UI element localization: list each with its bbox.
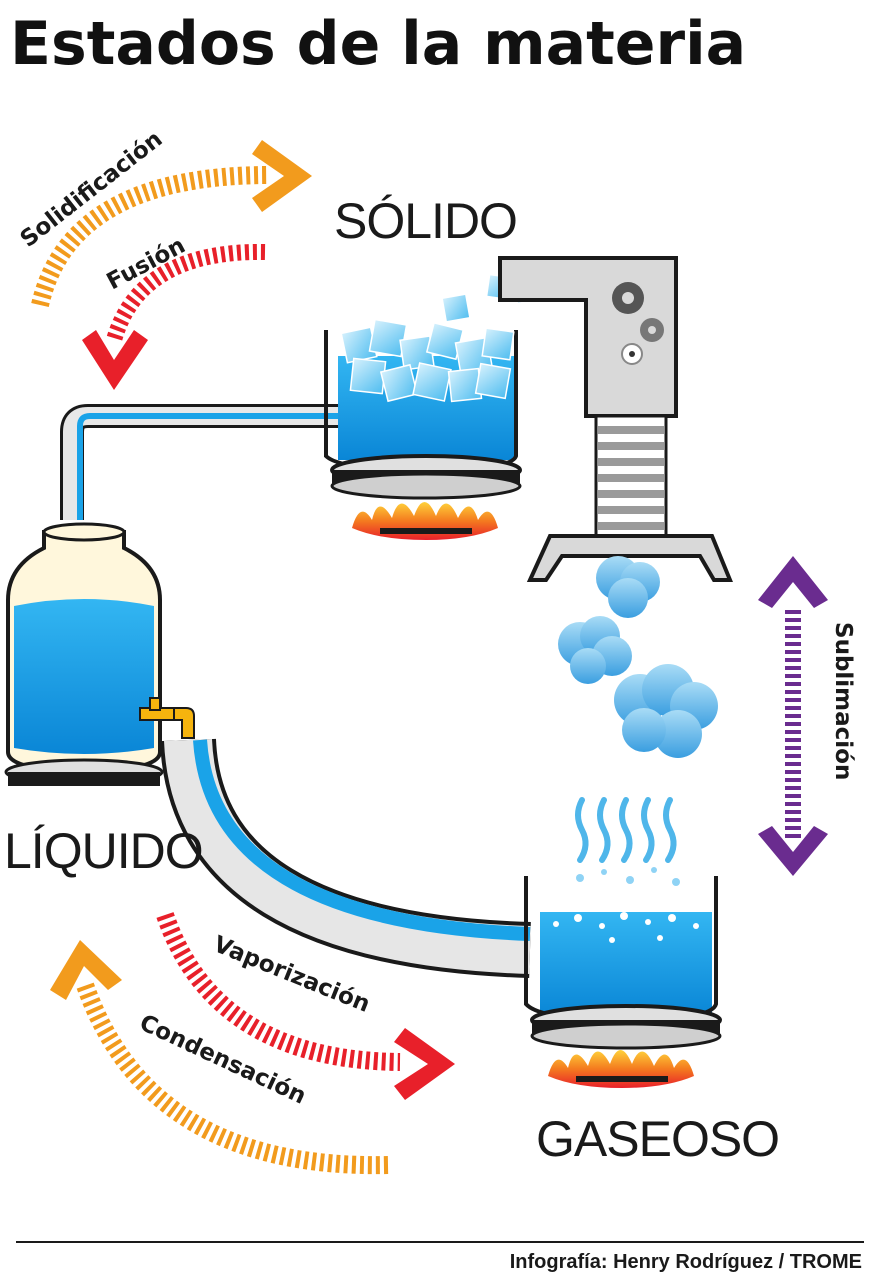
sublimation-arrow: [758, 556, 828, 876]
sublimation-machine: [498, 256, 733, 582]
condensation-arrow: [50, 940, 389, 1175]
liquid-state-label: LÍQUIDO: [4, 823, 203, 879]
sublimation-label: Sublimación: [830, 622, 856, 780]
vaporization-arrow: [156, 912, 455, 1100]
liquid-bottle: [4, 522, 164, 786]
credit-text: Infografía: Henry Rodríguez / TROME: [510, 1251, 862, 1273]
solid-state-label: SÓLIDO: [334, 193, 517, 249]
solid-burner-flame: [352, 502, 498, 540]
vapor-clouds: [558, 556, 718, 758]
gas-bubbles: [576, 867, 680, 886]
gas-burner-flame: [548, 1050, 694, 1088]
faucet-icon: [139, 697, 195, 739]
gas-state-label: GASEOSO: [536, 1111, 779, 1167]
upper-pipe: [60, 404, 338, 520]
page-title: Estados de la materia: [10, 9, 746, 79]
gas-steam: [575, 797, 677, 863]
solidification-arrow: [31, 140, 312, 308]
fusion-arrow: [82, 243, 266, 390]
condensation-label: Condensación: [135, 1010, 309, 1110]
lower-pipe: [160, 738, 531, 978]
gas-pot: [524, 876, 722, 1050]
